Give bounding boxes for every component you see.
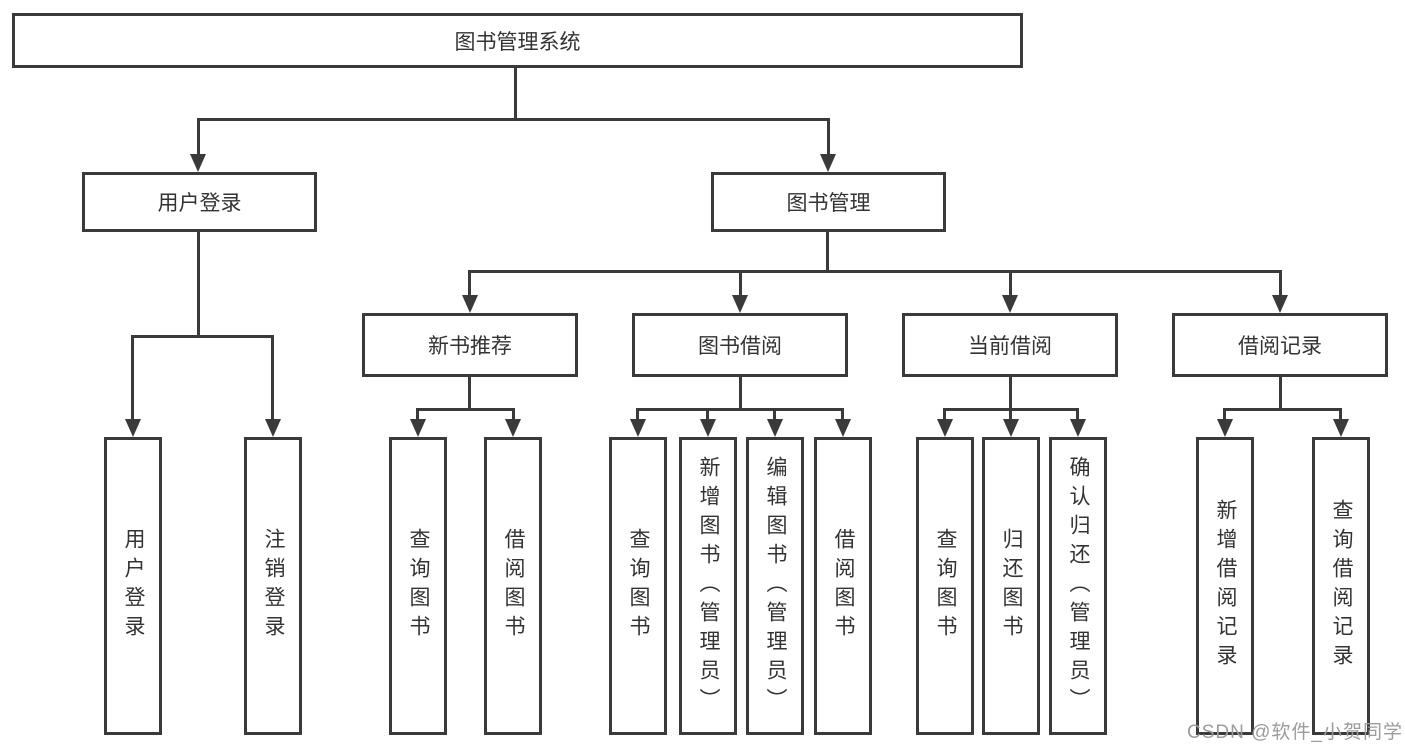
node-new-book-recommendation: 新书推荐 bbox=[362, 313, 578, 377]
leaf-return-book-label: 归还图书 bbox=[1000, 528, 1023, 644]
leaf-logout-label: 注销登录 bbox=[262, 528, 285, 644]
leaf-query-borrow-record-label: 查询借阅记录 bbox=[1330, 499, 1353, 673]
connector-drop-book-management bbox=[827, 118, 830, 156]
arrowhead-down-icon bbox=[462, 295, 478, 313]
leaf-query-books-recommend: 查询图书 bbox=[389, 437, 447, 735]
node-book-management: 图书管理 bbox=[711, 172, 946, 232]
arrowhead-down-icon bbox=[1272, 295, 1288, 313]
arrowhead-down-icon bbox=[265, 419, 281, 437]
node-book-borrowing-label: 图书借阅 bbox=[698, 335, 782, 358]
connector-group1-bus bbox=[416, 408, 515, 411]
connector-drop-borrowing-records bbox=[1279, 270, 1282, 297]
connector-drop-current-borrowing bbox=[1009, 270, 1012, 297]
connector-drop bbox=[1009, 408, 1012, 421]
connector-group4-bus bbox=[1223, 408, 1342, 411]
connector-drop bbox=[1339, 408, 1342, 421]
leaf-add-borrow-record-label: 新增借阅记录 bbox=[1214, 499, 1237, 673]
leaf-add-book-admin-label: 新增图书（管理员） bbox=[697, 455, 720, 717]
connector-drop-user-login bbox=[197, 118, 200, 156]
connector-book-management-bus bbox=[468, 270, 1282, 273]
connector-drop bbox=[512, 408, 515, 421]
connector-drop-new-book-rec bbox=[468, 270, 471, 297]
arrowhead-down-icon bbox=[1217, 419, 1233, 437]
leaf-borrow-books-recommend: 借阅图书 bbox=[484, 437, 542, 735]
arrowhead-down-icon bbox=[1070, 419, 1086, 437]
connector-group4-stem bbox=[1279, 377, 1282, 408]
connector-drop-book-borrowing bbox=[739, 270, 742, 297]
node-current-borrowing: 当前借阅 bbox=[902, 313, 1118, 377]
connector-drop bbox=[706, 408, 709, 421]
node-borrowing-records-label: 借阅记录 bbox=[1238, 335, 1322, 358]
connector-group1-stem bbox=[468, 377, 471, 408]
csdn-watermark: CSDN @软件_小贺同学 bbox=[1187, 722, 1403, 743]
arrowhead-down-icon bbox=[732, 295, 748, 313]
arrowhead-down-icon bbox=[190, 154, 206, 172]
connector-drop bbox=[943, 408, 946, 421]
connector-drop bbox=[773, 408, 776, 421]
connector-drop bbox=[1223, 408, 1226, 421]
leaf-edit-book-admin-label: 编辑图书（管理员） bbox=[764, 455, 787, 717]
leaf-return-book: 归还图书 bbox=[982, 437, 1040, 735]
connector-drop-leaf-user-login bbox=[131, 335, 134, 421]
leaf-borrow-books-recommend-label: 借阅图书 bbox=[502, 528, 525, 644]
node-current-borrowing-label: 当前借阅 bbox=[968, 335, 1052, 358]
leaf-query-books-borrow-label: 查询图书 bbox=[627, 528, 650, 644]
node-new-book-recommendation-label: 新书推荐 bbox=[428, 335, 512, 358]
connector-root-bus bbox=[197, 118, 830, 121]
node-root-label: 图书管理系统 bbox=[454, 30, 581, 54]
node-book-borrowing: 图书借阅 bbox=[632, 313, 848, 377]
leaf-logout: 注销登录 bbox=[244, 437, 302, 735]
connector-user-login-bus bbox=[131, 335, 274, 338]
connector-root-stem bbox=[514, 68, 517, 120]
leaf-query-borrow-record: 查询借阅记录 bbox=[1312, 437, 1370, 735]
connector-drop bbox=[636, 408, 639, 421]
leaf-query-books-current-label: 查询图书 bbox=[934, 528, 957, 644]
leaf-query-books-recommend-label: 查询图书 bbox=[407, 528, 430, 644]
arrowhead-down-icon bbox=[937, 419, 953, 437]
arrowhead-down-icon bbox=[820, 154, 836, 172]
leaf-borrow-books: 借阅图书 bbox=[814, 437, 872, 735]
arrowhead-down-icon bbox=[630, 419, 646, 437]
leaf-add-borrow-record: 新增借阅记录 bbox=[1196, 437, 1254, 735]
leaf-user-login: 用户登录 bbox=[104, 437, 162, 735]
node-book-management-label: 图书管理 bbox=[786, 192, 871, 215]
connector-book-management-stem bbox=[826, 232, 829, 270]
leaf-query-books-current: 查询图书 bbox=[916, 437, 974, 735]
leaf-user-login-label: 用户登录 bbox=[122, 528, 145, 644]
leaf-edit-book-admin: 编辑图书（管理员） bbox=[746, 437, 804, 735]
arrowhead-down-icon bbox=[835, 419, 851, 437]
arrowhead-down-icon bbox=[1003, 419, 1019, 437]
leaf-confirm-return-admin-label: 确认归还（管理员） bbox=[1067, 455, 1090, 717]
node-borrowing-records: 借阅记录 bbox=[1172, 313, 1388, 377]
connector-group2-bus bbox=[636, 408, 844, 411]
arrowhead-down-icon bbox=[700, 419, 716, 437]
connector-drop-leaf-logout bbox=[271, 335, 274, 421]
leaf-borrow-books-label: 借阅图书 bbox=[832, 528, 855, 644]
leaf-query-books-borrow: 查询图书 bbox=[609, 437, 667, 735]
leaf-confirm-return-admin: 确认归还（管理员） bbox=[1049, 437, 1107, 735]
node-user-login-label: 用户登录 bbox=[157, 192, 242, 215]
node-root: 图书管理系统 bbox=[12, 13, 1023, 68]
arrowhead-down-icon bbox=[125, 419, 141, 437]
arrowhead-down-icon bbox=[767, 419, 783, 437]
connector-drop bbox=[1076, 408, 1079, 421]
connector-group2-stem bbox=[739, 377, 742, 408]
arrowhead-down-icon bbox=[1002, 295, 1018, 313]
arrowhead-down-icon bbox=[505, 419, 521, 437]
leaf-add-book-admin: 新增图书（管理员） bbox=[679, 437, 737, 735]
node-user-login: 用户登录 bbox=[82, 172, 317, 232]
connector-user-login-stem bbox=[197, 232, 200, 335]
connector-drop bbox=[416, 408, 419, 421]
connector-drop bbox=[841, 408, 844, 421]
arrowhead-down-icon bbox=[1333, 419, 1349, 437]
arrowhead-down-icon bbox=[410, 419, 426, 437]
connector-group3-stem bbox=[1009, 377, 1012, 408]
